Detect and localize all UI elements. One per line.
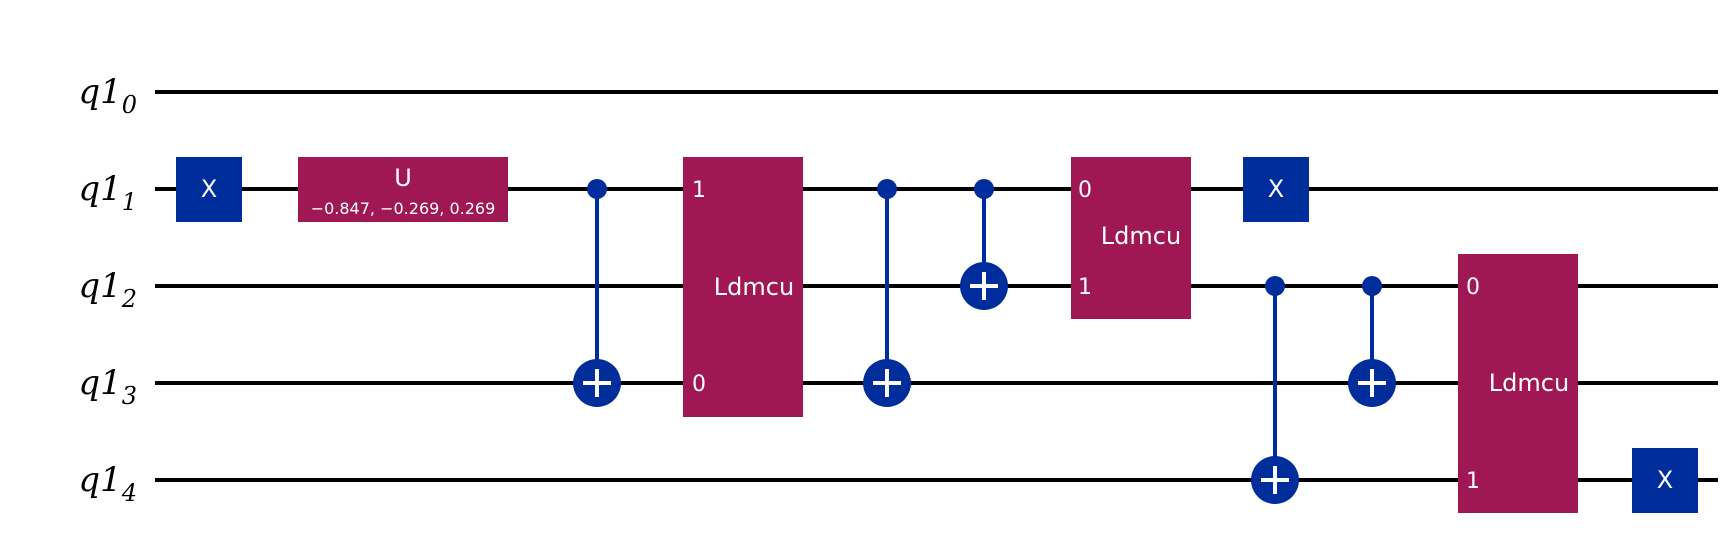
cnot-gate-4 [1251, 276, 1299, 504]
cnot-3-control-dot [974, 179, 994, 199]
x-gate-2: X [1243, 157, 1309, 222]
cnot-gate-3 [960, 179, 1008, 310]
cnot-gate-1 [573, 179, 621, 407]
ldmcu-3-box [1458, 254, 1578, 513]
u-gate-label: U [394, 164, 412, 192]
u-gate-box [298, 157, 508, 222]
cnot-gate-2 [863, 179, 911, 407]
x-gate-2-label: X [1268, 175, 1284, 203]
cnot-4-control-dot [1265, 276, 1285, 296]
ldmcu-gate-3: Ldmcu 0 1 [1458, 254, 1578, 513]
qubit-label-0: q10 [78, 72, 137, 119]
ldmcu-gate-1: Ldmcu 1 0 [683, 157, 803, 417]
x-gate-3: X [1632, 448, 1698, 513]
ldmcu-1-port-bottom: 0 [692, 372, 706, 397]
ldmcu-2-box [1071, 157, 1191, 319]
ldmcu-gate-2: Ldmcu 0 1 [1071, 157, 1191, 319]
qubit-label-2: q12 [78, 266, 137, 313]
ldmcu-1-box [683, 157, 803, 417]
qubit-label-3: q13 [78, 363, 137, 410]
u-gate: U −0.847, −0.269, 0.269 [298, 157, 508, 222]
ldmcu-3-label: Ldmcu [1489, 369, 1569, 397]
ldmcu-2-port-top: 0 [1078, 178, 1092, 203]
x-gate-3-box [1632, 448, 1698, 513]
cnot-1-control-dot [587, 179, 607, 199]
x-gate-3-label: X [1657, 466, 1673, 494]
ldmcu-3-port-top: 0 [1466, 275, 1480, 300]
qubit-label-4: q14 [78, 460, 137, 507]
ldmcu-1-port-top: 1 [692, 178, 706, 203]
x-gate-1: X [176, 157, 242, 222]
ldmcu-3-port-bottom: 1 [1466, 469, 1480, 494]
x-gate-2-box [1243, 157, 1309, 222]
qubit-label-1: q11 [78, 169, 137, 216]
cnot-gate-5 [1348, 276, 1396, 407]
ldmcu-1-label: Ldmcu [714, 273, 794, 301]
ldmcu-2-port-bottom: 1 [1078, 275, 1092, 300]
cnot-2-control-dot [877, 179, 897, 199]
x-gate-1-box [176, 157, 242, 222]
cnot-5-control-dot [1362, 276, 1382, 296]
x-gate-1-label: X [201, 175, 217, 203]
u-gate-params: −0.847, −0.269, 0.269 [311, 199, 496, 218]
ldmcu-2-label: Ldmcu [1101, 222, 1181, 250]
